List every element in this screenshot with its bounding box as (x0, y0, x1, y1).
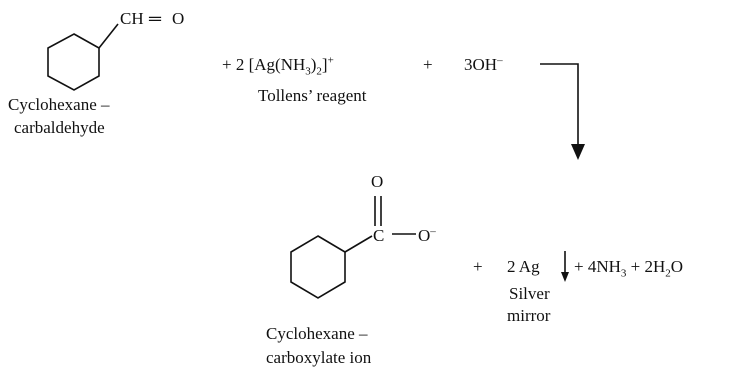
reactant-ring-ch-bond (98, 23, 119, 49)
product-oxygen-top-label: O (371, 172, 384, 191)
product-ring-carbon-bond (344, 235, 373, 253)
product-name-line1: Cyclohexane – (266, 324, 368, 343)
reaction-arrowhead (571, 144, 585, 160)
product-name-line2: carboxylate ion (266, 348, 372, 367)
silver-name-line1: Silver (509, 284, 550, 303)
product-carbon-label: C (373, 226, 385, 245)
silver-precipitate-arrowhead (561, 272, 569, 282)
reactant-name-line1: Cyclohexane – (8, 95, 110, 114)
tollens-name: Tollens’ reagent (258, 86, 367, 105)
hydroxide-plus: + (423, 55, 433, 74)
byproducts-formula: + 4NH3 + 2H2O (574, 257, 684, 280)
reactant-oxygen-label: O (172, 9, 185, 28)
reactant-name-line2: carbaldehyde (14, 118, 105, 137)
reaction-arrow-path (540, 63, 579, 150)
silver-name-line2: mirror (507, 306, 551, 325)
hydroxide-formula: 3OH– (464, 54, 503, 74)
tollens-formula: + 2 [Ag(NH3)2]+ (222, 54, 334, 78)
product-cyclohexane-ring (290, 235, 346, 299)
silver-formula: 2 Ag (507, 257, 540, 276)
reactant-cyclohexane-ring (47, 33, 100, 91)
silver-plus: + (473, 257, 483, 276)
reactant-double-bond: ═ (149, 9, 162, 28)
product-oxygen-label: O– (418, 225, 436, 245)
reactant-ch-label: CH (120, 9, 144, 28)
